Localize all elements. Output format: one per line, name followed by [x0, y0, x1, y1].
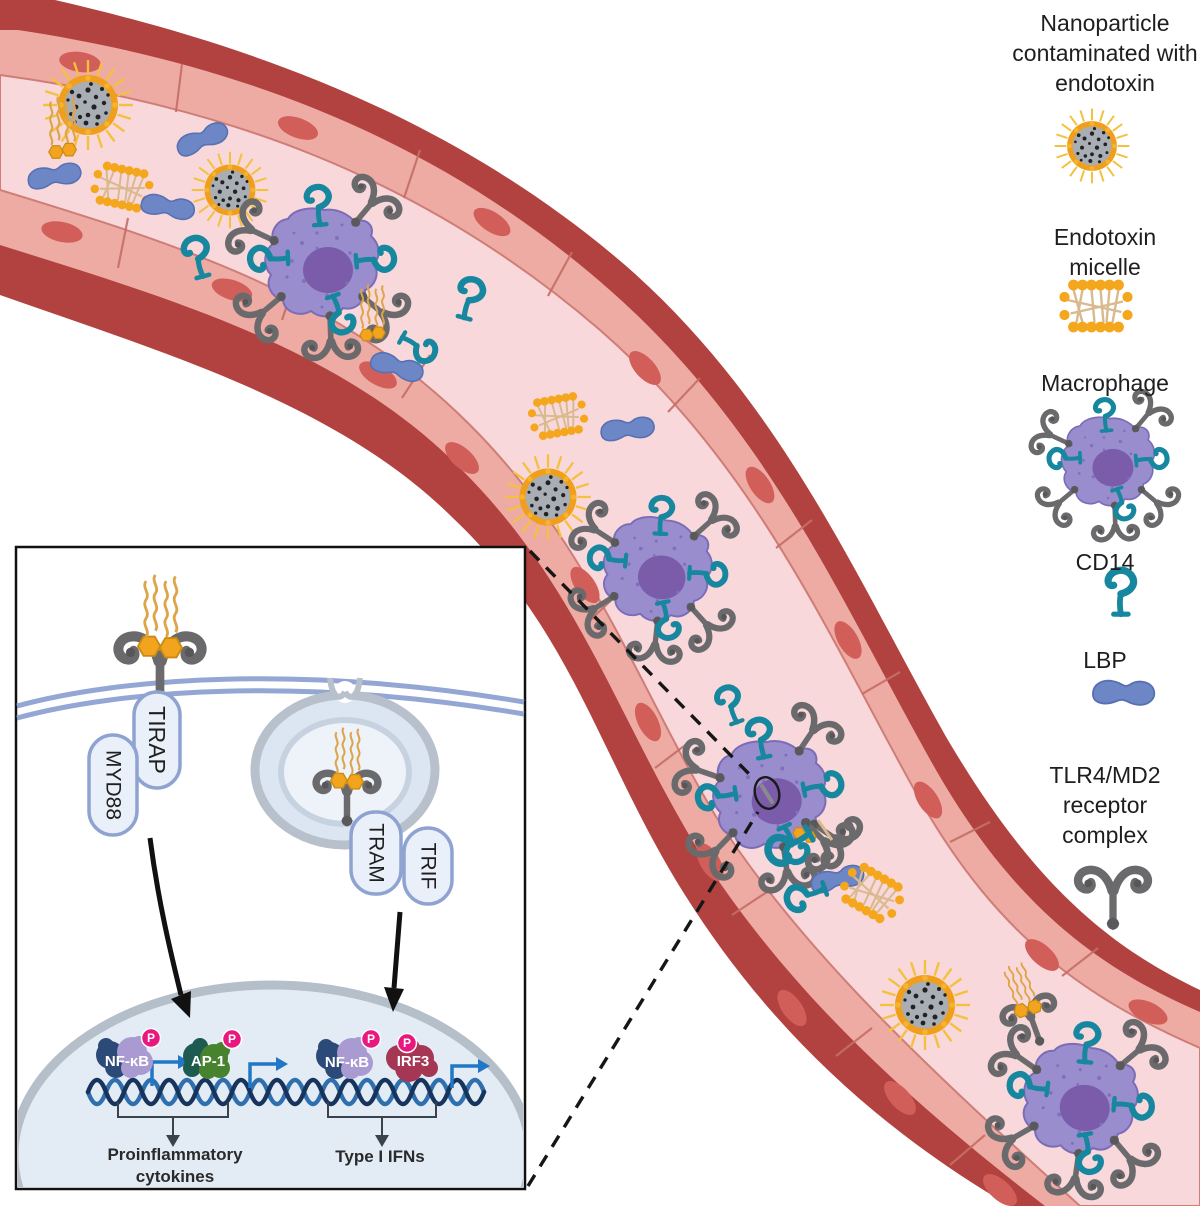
bound-endotoxin-complex	[763, 799, 856, 873]
adaptor-trif: TRIF	[402, 826, 454, 906]
irf3-label: IRF3	[397, 1053, 430, 1070]
signal-arrow-myd88	[147, 837, 191, 1018]
legend-label-endotoxin-micelle: Endotoxin micelle	[1053, 224, 1157, 280]
legend-label-lbp: LBP	[1083, 647, 1127, 673]
ap1-label: AP-1	[191, 1053, 225, 1070]
vessel-lumen	[0, 73, 1200, 1206]
legend-label-cd14: CD14	[1075, 549, 1135, 575]
plasma-membrane	[16, 676, 525, 721]
dna-helix	[85, 1077, 487, 1107]
adaptor-tram: TRAM	[349, 810, 403, 896]
legend-label-macrophage: Macrophage	[1041, 370, 1169, 396]
dashed-connector-top	[528, 549, 756, 781]
signal-arrow-trif	[384, 911, 404, 1012]
tram-label: TRAM	[365, 823, 388, 883]
lumen-contents	[25, 60, 1184, 1206]
proinflammatory-label-line1: Proinflammatory	[107, 1145, 243, 1164]
trif-label: TRIF	[417, 843, 440, 890]
zoom-callout	[526, 549, 781, 1187]
type1-ifns-label: Type I IFNs	[335, 1147, 424, 1166]
irf3-blob: IRF3	[386, 1032, 438, 1082]
signaling-inset: TIRAP MYD88 TRAM TRIF	[14, 545, 527, 1191]
adaptor-myd88: MYD88	[87, 733, 139, 837]
dashed-connector-bottom	[526, 811, 760, 1187]
adaptor-tirap: TIRAP	[132, 690, 182, 790]
proinflammatory-label-line2: cytokines	[136, 1167, 214, 1186]
legend-label-nanoparticle: Nanoparticle contaminated with endotoxin	[1012, 10, 1198, 96]
tirap-label: TIRAP	[144, 706, 170, 774]
ap1-blob: AP-1	[183, 1028, 243, 1079]
legend-label-tlr4-md2: TLR4/MD2 receptor complex	[1049, 762, 1161, 848]
legend: Nanoparticle contaminated with endotoxin…	[985, 0, 1200, 960]
myd88-label: MYD88	[102, 750, 125, 820]
gene-brackets	[117, 1102, 437, 1147]
